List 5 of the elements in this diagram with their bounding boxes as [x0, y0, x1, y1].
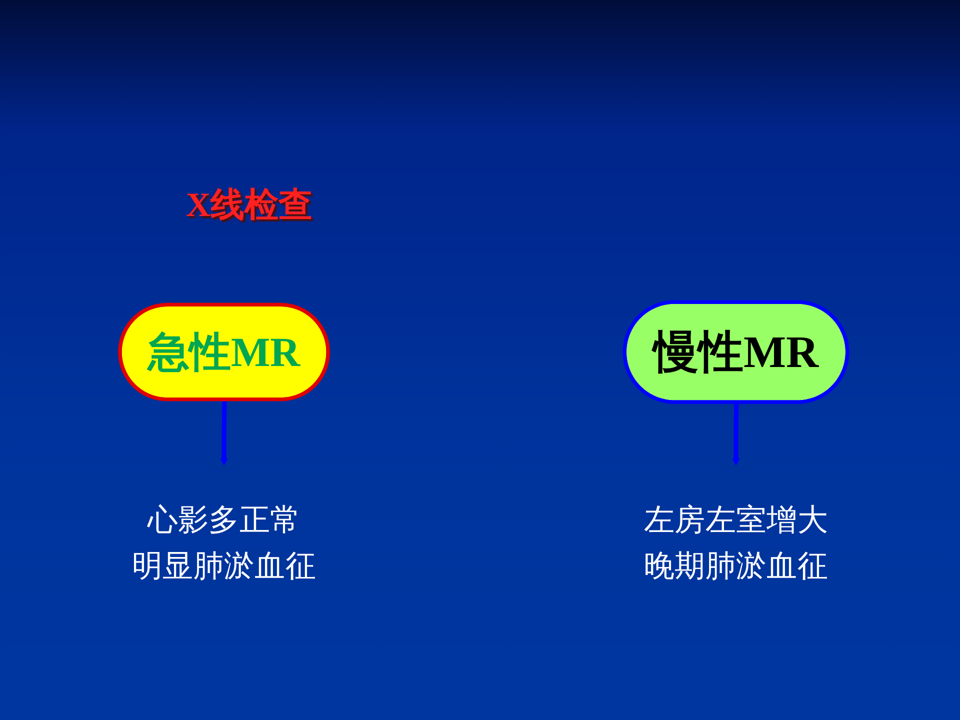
node-text: 心影多正常 明显肺淤血征 — [132, 504, 316, 584]
title: X线检查 — [186, 186, 313, 226]
arrow — [220, 400, 228, 466]
node-text: 左房左室增大 晚期肺淤血征 — [644, 504, 828, 584]
arrow — [732, 402, 740, 466]
